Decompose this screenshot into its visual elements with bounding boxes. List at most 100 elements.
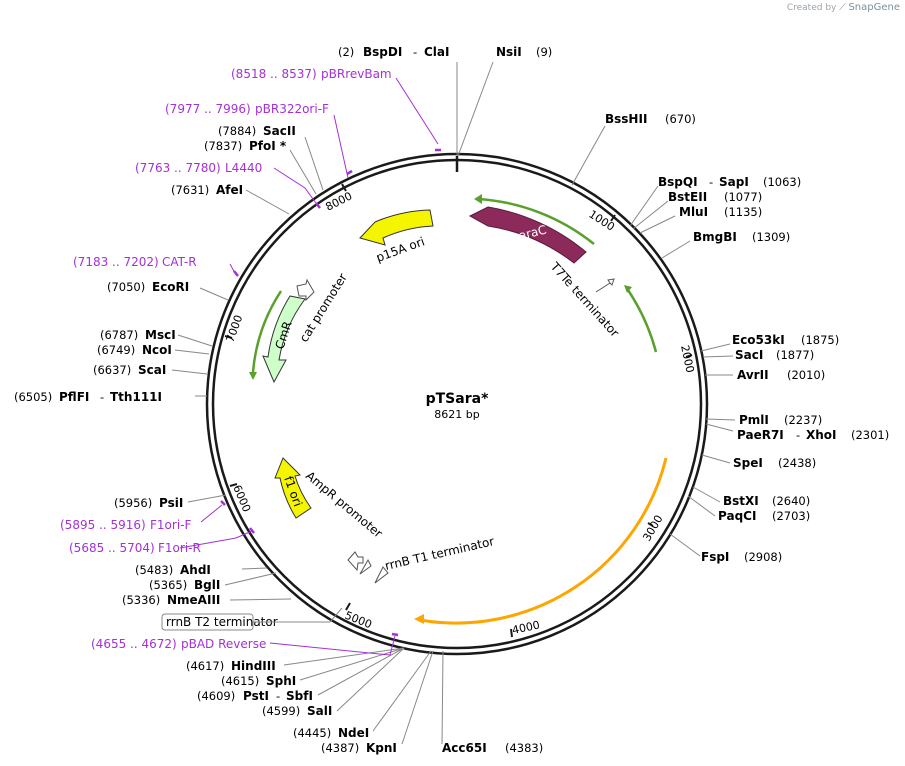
enzyme-separator: - [413,45,417,59]
enzyme-nmeaiii-pos: (5336) [122,593,160,607]
enzyme-mlui: MluI [679,205,708,219]
enzyme-spei: SpeI [733,456,763,470]
enzyme-fspi-pos: (2908) [744,550,782,564]
right-green-arc [626,289,658,353]
enzyme-bspqi-pos: (1063) [763,175,801,189]
enzyme-nsii-pos: (9) [536,45,552,59]
enzyme-eco53ki-pos: (1875) [801,333,839,347]
t7te-label: T7Te terminator [547,259,622,340]
primer-leaders [179,77,439,656]
enzyme-sacii: SacII [263,124,296,138]
tick-2000: 2000 [678,344,697,374]
enzyme-saci-pos: (1877) [776,348,814,362]
enzyme-bgli: BglI [194,578,220,592]
t7te-arrow [595,278,615,293]
arac-green-arc [477,197,595,245]
enzyme-sbfi: SbfI [286,689,313,703]
cat-promoter-arrow [296,278,315,302]
cmr-green-arc [251,290,283,373]
primer-markers [220,148,441,637]
enzyme-xhoi: XhoI [806,428,837,442]
enzyme-sacii-pos: (7884) [218,124,256,138]
enzyme-psti: PstI [243,689,269,703]
enzyme-pmli-pos: (2237) [784,413,822,427]
snapgene-credit: Created by ⟋ SnapGene [787,2,900,13]
enzyme-psii-pos: (5956) [114,496,152,510]
enzyme-avrii: AvrII [737,368,769,382]
primer-f1ori-f-range: (5895 .. 5916) [60,518,146,532]
enzyme-ndei: NdeI [338,726,369,740]
enzyme-ecori-pos: (7050) [107,280,145,294]
p15a-arrow [359,209,434,246]
enzyme-mlui-pos: (1135) [724,205,762,219]
arac-feature-arrow [468,206,587,264]
enzyme-pfoi: PfoI * [249,139,287,153]
enzyme-tth111i: Tth111I [110,390,162,404]
enzyme-paqci: PaqCI [718,509,756,523]
ampr-promoter-arrow [347,551,364,572]
enzyme-clai: ClaI [424,45,449,59]
enzyme-afei-pos: (7631) [171,183,209,197]
tick-6000: 6000 [230,483,253,514]
primer-labels: (8518 .. 8537) pBRrevBam (7977 .. 7996) … [60,67,392,651]
tick-7000: 7000 [224,313,246,344]
enzyme-bspdi: BspDI [363,45,402,59]
enzyme-ncoi: NcoI [142,343,172,357]
enzyme-afei: AfeI [216,183,243,197]
enzyme-separator: - [276,689,280,703]
enzyme-separator: - [100,390,104,404]
rrnb-t1-arrow-b [374,566,389,584]
enzyme-separator: - [709,175,713,189]
enzyme-separator: - [796,428,800,442]
rrnb-t2-label: rrnB T2 terminator [166,615,278,629]
cmr-green-arrowhead [249,372,257,380]
enzyme-msci-pos: (6787) [100,328,138,342]
enzyme-bstxi-pos: (2640) [772,494,810,508]
cat-promoter-label: cat promoter [297,271,350,345]
enzyme-hindiii: HindIII [231,659,276,673]
snapgene-logo-icon: ⟋ [839,3,846,13]
plasmid-length: 8621 bp [434,408,479,421]
tick-marks [224,183,693,638]
enzyme-sali: SalI [307,704,332,718]
rrnb-t1-label: rrnB T1 terminator [384,534,496,573]
enzyme-acc65i-pos: (4383) [505,741,543,755]
primer-pbr322ori-f-range: (7977 .. 7996) [165,102,251,116]
tick-1000: 1000 [586,208,617,234]
enzyme-psii: PsiI [159,496,183,510]
primer-pbad-reverse-range: (4655 .. 4672) [91,637,177,651]
primer-cat-r-range: (7183 .. 7202) [73,255,159,269]
primer-f1ori-r: F1ori-R [158,541,201,555]
arac-green-arrowhead [474,194,482,204]
ori-orange-arrowhead [414,614,424,624]
ori-orange-arc [419,457,668,625]
enzyme-kpni-pos: (4387) [321,741,359,755]
enzyme-ahdi: AhdI [180,563,211,577]
primer-pbr322ori-f: pBR322ori-F [255,102,329,116]
primer-l4440: L4440 [225,161,262,175]
enzyme-bmgbi: BmgBI [693,230,737,244]
enzyme-ndei-pos: (4445) [293,726,331,740]
enzyme-msci: MscI [145,328,176,342]
enzyme-pflfi: PflFI [59,390,89,404]
enzyme-bsshii-pos: (670) [665,112,696,126]
right-green-arrowhead [624,285,632,293]
enzyme-kpni: KpnI [366,741,397,755]
enzyme-bspqi: BspQI [658,175,698,189]
enzyme-sapi: SapI [719,175,749,189]
enzyme-spei-pos: (2438) [778,456,816,470]
enzyme-saci: SacI [735,348,763,362]
enzyme-scai-pos: (6637) [93,363,131,377]
enzyme-fspi: FspI [701,550,729,564]
plasmid-name: pTSara* [426,391,489,407]
enzyme-hindiii-pos: (4617) [186,659,224,673]
enzyme-bsteii: BstEII [668,190,707,204]
enzyme-pmli: PmlI [739,413,769,427]
primer-pbrrevbam-range: (8518 .. 8537) [231,67,317,81]
enzyme-avrii-pos: (2010) [787,368,825,382]
enzyme-paer7i: PaeR7I [737,428,784,442]
enzyme-bgli-pos: (5365) [149,578,187,592]
ampr-promoter-label: AmpR promoter [303,469,385,541]
enzyme-sphi-pos: (4615) [221,674,259,688]
